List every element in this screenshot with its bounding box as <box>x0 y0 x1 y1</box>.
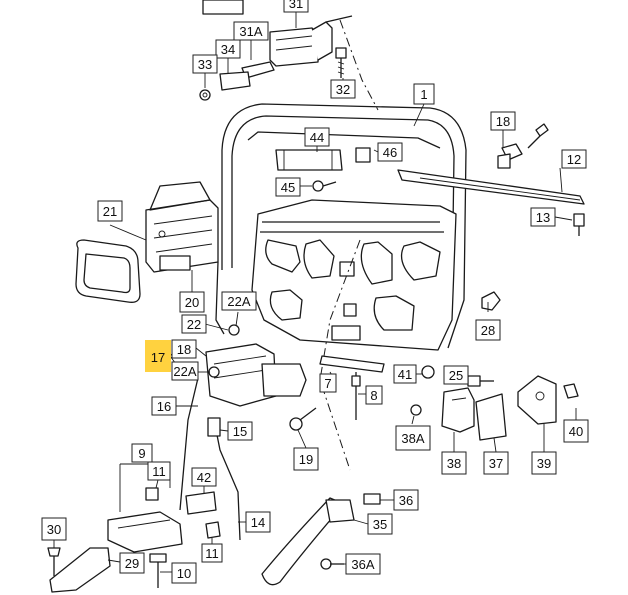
bar-7 <box>319 355 385 420</box>
callout-33: 33 <box>198 57 212 72</box>
callout-17-highlight <box>145 340 171 372</box>
callout-29: 29 <box>125 556 139 571</box>
callout-45: 45 <box>281 180 295 195</box>
callout-38: 38 <box>447 456 461 471</box>
callout-41: 41 <box>398 367 412 382</box>
callout-46: 46 <box>383 145 397 160</box>
callout-18-upper: 18 <box>496 114 510 129</box>
callout-34: 34 <box>221 42 235 57</box>
callout-16: 16 <box>157 399 171 414</box>
callout-21: 21 <box>103 204 117 219</box>
callout-9: 9 <box>138 446 145 461</box>
callout-32: 32 <box>336 82 350 97</box>
callout-11-lower: 11 <box>205 546 219 561</box>
door-lock-17 <box>205 261 307 407</box>
callout-18-lower: 18 <box>177 342 191 357</box>
striker-28 <box>481 291 501 311</box>
callout-10: 10 <box>177 566 191 581</box>
callout-44: 44 <box>310 130 324 145</box>
rods-cables <box>179 377 241 541</box>
callout-40: 40 <box>569 424 583 439</box>
lower-lock-assembly <box>47 487 381 593</box>
callout-30: 30 <box>47 522 61 537</box>
callout-36a: 36A <box>351 557 374 572</box>
callout-11-upper: 11 <box>152 464 166 479</box>
callout-15: 15 <box>233 424 247 439</box>
callout-17: 17 <box>151 350 165 365</box>
callout-22a-lower: 22A <box>173 364 196 379</box>
part-fragment-top <box>202 0 244 15</box>
handle-bezel-21 <box>75 239 141 303</box>
callout-31a: 31A <box>239 24 262 39</box>
callout-35: 35 <box>373 517 387 532</box>
callout-31: 31 <box>289 0 303 11</box>
callout-1: 1 <box>420 87 427 102</box>
hinge-plates <box>410 365 579 441</box>
callout-labels: 31 31A 34 33 32 1 18 44 46 12 45 13 21 2… <box>41 0 589 584</box>
callout-38a: 38A <box>401 431 424 446</box>
callout-12: 12 <box>567 152 581 167</box>
callout-39: 39 <box>537 456 551 471</box>
callout-28: 28 <box>481 323 495 338</box>
callout-20: 20 <box>185 295 199 310</box>
callout-25: 25 <box>449 368 463 383</box>
bracket-44 <box>275 147 371 192</box>
callout-36: 36 <box>399 493 413 508</box>
callout-13: 13 <box>536 210 550 225</box>
callout-14: 14 <box>251 515 265 530</box>
callout-22: 22 <box>187 317 201 332</box>
callout-37: 37 <box>489 456 503 471</box>
door-frame <box>221 19 467 471</box>
callout-19: 19 <box>299 452 313 467</box>
screw-19 <box>289 407 317 431</box>
lock-cylinder-18 <box>497 123 549 169</box>
rail-12 <box>397 169 585 236</box>
callout-7: 7 <box>324 376 331 391</box>
hinge-assembly <box>199 15 353 101</box>
callout-22a-upper: 22A <box>227 294 250 309</box>
callout-42: 42 <box>197 470 211 485</box>
inner-handle-20 <box>145 181 219 273</box>
callout-8: 8 <box>370 388 377 403</box>
